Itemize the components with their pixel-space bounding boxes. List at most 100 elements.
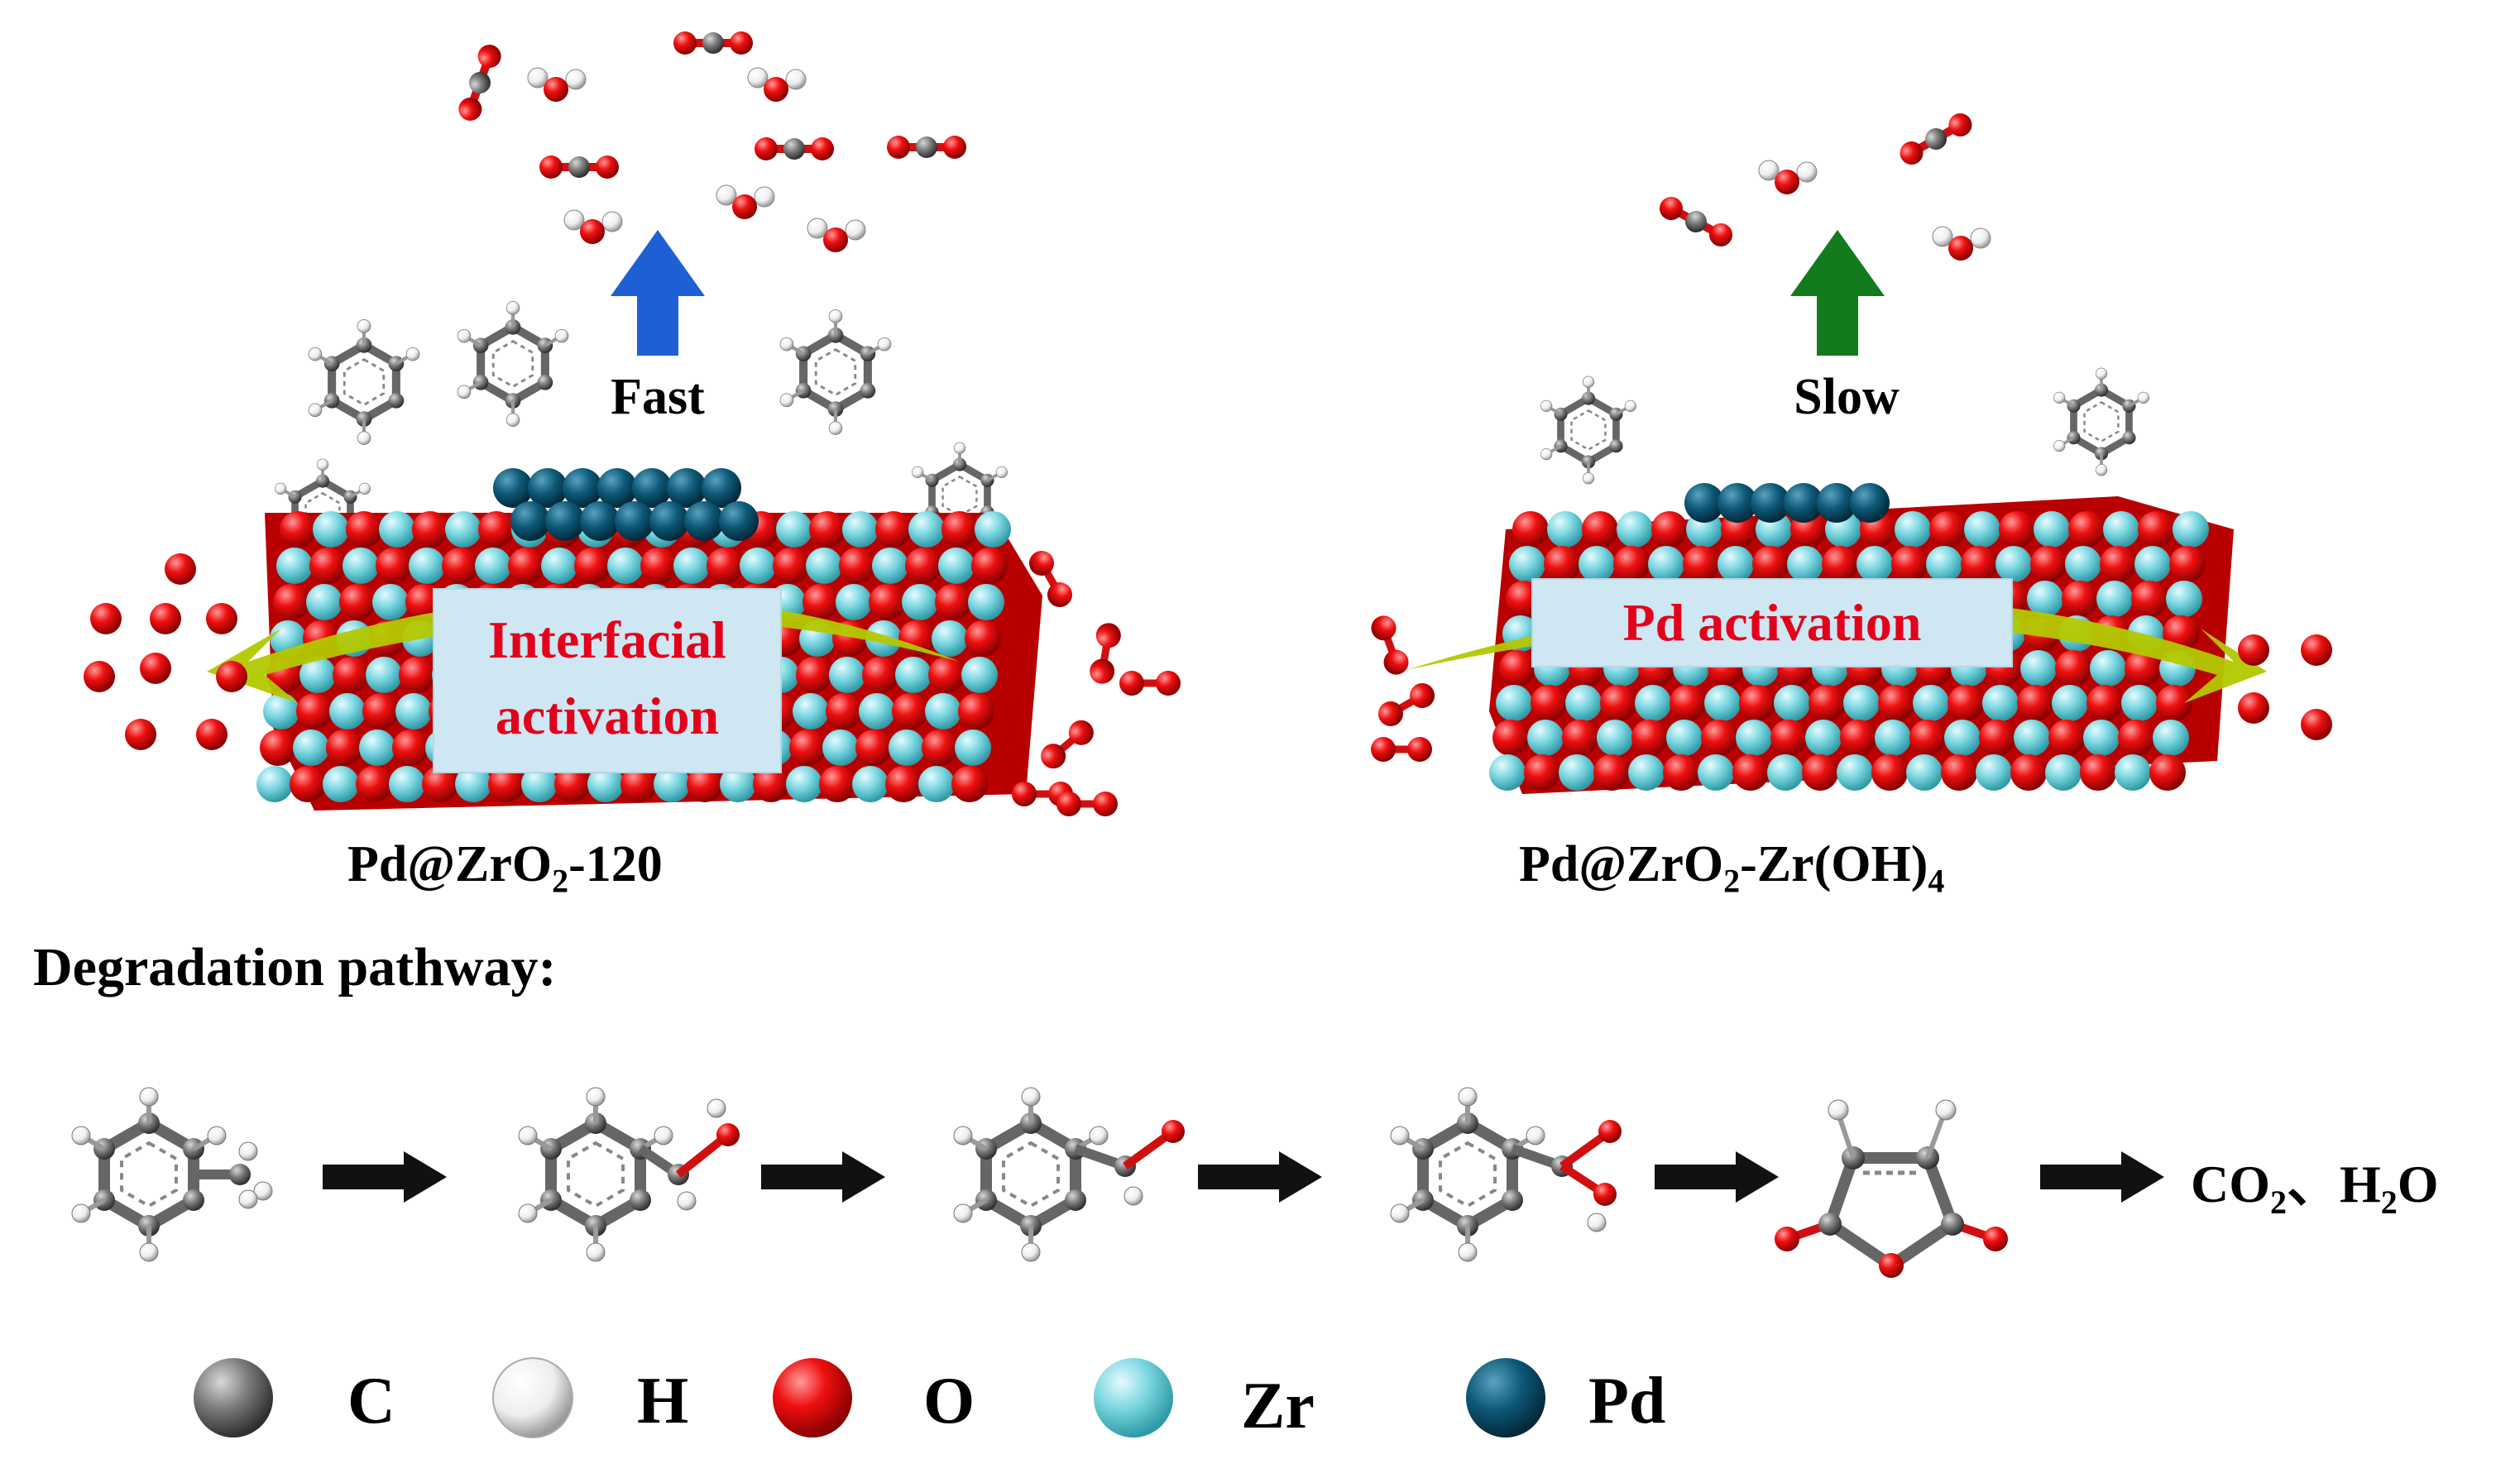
lattice-atom bbox=[488, 766, 525, 802]
lattice-atom bbox=[554, 766, 591, 802]
lattice-atom bbox=[1562, 720, 1598, 756]
lattice-atom bbox=[1512, 511, 1549, 548]
lattice-atom bbox=[2052, 685, 2088, 721]
lattice-atom bbox=[968, 584, 1004, 620]
lattice-atom bbox=[273, 584, 309, 620]
lattice-atom bbox=[2103, 511, 2139, 548]
lattice-atom bbox=[1947, 685, 1984, 721]
lattice-atom bbox=[2115, 754, 2151, 791]
lattice-atom bbox=[510, 501, 550, 541]
lattice-atom bbox=[1701, 720, 1737, 756]
lattice-atom bbox=[455, 766, 491, 802]
lattice-atom bbox=[941, 511, 978, 548]
lattice-atom bbox=[667, 468, 707, 508]
lattice-atom bbox=[299, 657, 336, 693]
lattice-atom bbox=[786, 766, 822, 802]
pathway-maleic-anhydride bbox=[1775, 1099, 2008, 1278]
lattice-atom bbox=[313, 511, 349, 548]
lattice-atom bbox=[1613, 546, 1650, 582]
lattice-atom bbox=[2017, 685, 2053, 721]
legend-label-h: H bbox=[637, 1365, 688, 1437]
lattice-atom bbox=[1964, 511, 2000, 548]
lattice-atom bbox=[684, 501, 724, 541]
lattice-atom bbox=[545, 501, 585, 541]
lattice-atom bbox=[1617, 511, 1653, 548]
lattice-atom bbox=[1582, 511, 1618, 548]
legend-hydrogen-sphere-icon bbox=[492, 1357, 573, 1438]
lattice-atom bbox=[2153, 720, 2189, 756]
left-catalyst-panel: Fast Interfacial activation bbox=[84, 31, 1181, 816]
lattice-atom bbox=[395, 693, 432, 730]
lattice-atom bbox=[574, 548, 611, 584]
lattice-atom bbox=[2080, 754, 2116, 791]
lattice-atom bbox=[1683, 546, 1719, 582]
lattice-atom bbox=[961, 657, 998, 693]
legend-label-zr: Zr bbox=[1241, 1370, 1315, 1442]
lattice-atom bbox=[392, 730, 429, 766]
lattice-atom bbox=[773, 548, 809, 584]
pathway-arrow-icon bbox=[761, 1151, 885, 1203]
lattice-atom bbox=[2068, 511, 2105, 548]
right-o2-molecules bbox=[1368, 612, 1439, 762]
lattice-atom bbox=[1635, 685, 1671, 721]
lattice-atom bbox=[615, 501, 654, 541]
lattice-atom bbox=[1628, 754, 1665, 791]
lattice-atom bbox=[1527, 720, 1564, 756]
lattice-atom bbox=[1597, 720, 1633, 756]
lattice-atom bbox=[822, 730, 859, 766]
pathway-benzoic-acid bbox=[1391, 1088, 1622, 1261]
lattice-atom bbox=[493, 468, 533, 508]
lattice-atom bbox=[925, 693, 961, 730]
lattice-atom bbox=[829, 657, 865, 693]
lattice-atom bbox=[720, 766, 756, 802]
interfacial-activation-line1: Interfacial bbox=[488, 610, 726, 669]
lattice-atom bbox=[2134, 546, 2171, 582]
lattice-atom bbox=[707, 548, 743, 584]
lattice-atom bbox=[872, 548, 908, 584]
lattice-atom bbox=[379, 511, 415, 548]
lattice-atom bbox=[1718, 546, 1754, 582]
lattice-atom bbox=[1840, 720, 1876, 756]
lattice-atom bbox=[806, 548, 842, 584]
lattice-atom bbox=[1684, 483, 1724, 523]
lattice-atom bbox=[2131, 581, 2168, 617]
lattice-atom bbox=[263, 693, 299, 730]
lattice-atom bbox=[2034, 511, 2070, 548]
legend-palladium-sphere-icon bbox=[1466, 1358, 1545, 1437]
lattice-atom bbox=[1698, 754, 1734, 791]
lattice-atom bbox=[372, 584, 409, 620]
legend-oxygen-sphere-icon bbox=[773, 1358, 852, 1437]
lattice-atom bbox=[1547, 511, 1583, 548]
lattice-atom bbox=[640, 548, 677, 584]
lattice-atom bbox=[2062, 581, 2098, 617]
lattice-atom bbox=[1752, 546, 1789, 582]
lattice-atom bbox=[445, 511, 481, 548]
lattice-atom bbox=[958, 693, 994, 730]
lattice-atom bbox=[1489, 754, 1526, 791]
lattice-atom bbox=[1995, 546, 2032, 582]
lattice-atom bbox=[1817, 483, 1856, 523]
lattice-atom bbox=[1496, 685, 1532, 721]
lattice-atom bbox=[563, 468, 602, 508]
lattice-atom bbox=[892, 693, 928, 730]
fast-arrow-icon bbox=[611, 230, 705, 356]
lattice-atom bbox=[1982, 685, 2019, 721]
lattice-atom bbox=[2169, 546, 2206, 582]
lattice-atom bbox=[905, 548, 941, 584]
lattice-atom bbox=[740, 548, 776, 584]
slow-arrow-icon bbox=[1790, 230, 1885, 356]
lattice-atom bbox=[366, 657, 402, 693]
lattice-atom bbox=[276, 548, 313, 584]
lattice-atom bbox=[1492, 720, 1529, 756]
lattice-atom bbox=[293, 730, 329, 766]
lattice-atom bbox=[895, 657, 932, 693]
lattice-atom bbox=[422, 766, 458, 802]
lattice-atom bbox=[442, 548, 478, 584]
lattice-atom bbox=[809, 511, 846, 548]
right-oxygen-atoms bbox=[2238, 634, 2332, 740]
lattice-atom bbox=[842, 511, 879, 548]
lattice-atom bbox=[1666, 720, 1703, 756]
lattice-atom bbox=[1631, 720, 1668, 756]
lattice-atom bbox=[597, 468, 637, 508]
